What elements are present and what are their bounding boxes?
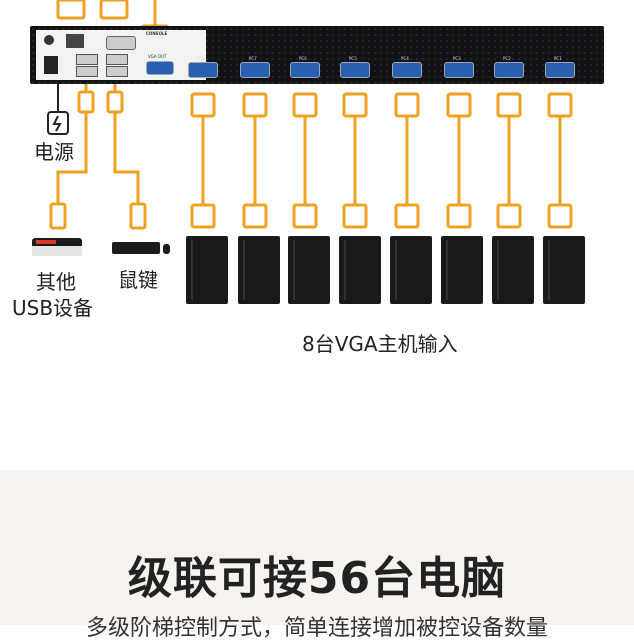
port-label-pc8: PC8 [197, 56, 205, 61]
ethernet-port [66, 34, 84, 48]
usb-devices-label-line2: USB设备 [12, 296, 94, 320]
port-label-pc5: PC5 [349, 56, 357, 61]
console-panel: CONSOLE VGA OUT [36, 30, 206, 80]
vga-out-port [146, 61, 174, 75]
vga-port-pc2 [494, 62, 524, 78]
page-subtitle: 多级阶梯控制方式，简单连接增加被控设备数量 [85, 616, 548, 641]
keyboard-mouse-icon [112, 242, 170, 254]
hosts-label: 8台VGA主机输入 [302, 332, 458, 356]
usb-port [76, 66, 98, 77]
pc-tower-icon [492, 236, 534, 304]
kvm-switch: CONSOLE VGA OUT PC8 PC7 PC6 PC5 PC4 PC3 … [30, 26, 604, 84]
usb-cables [49, 84, 147, 230]
pc-tower-icon [288, 236, 330, 304]
host-cables [190, 92, 573, 229]
keyboard-mouse-label: 鼠键 [118, 268, 158, 292]
pc-tower-icon [543, 236, 585, 304]
vga-out-label: VGA OUT [148, 54, 167, 59]
port-label-pc7: PC7 [249, 56, 257, 61]
vga-port-pc4 [392, 62, 422, 78]
pc-towers [186, 236, 585, 304]
cable-pc4 [394, 92, 420, 229]
cable-pc2 [496, 92, 522, 229]
page-title: 级联可接56台电脑 [127, 553, 507, 604]
reset-button [44, 35, 54, 45]
cable-pc3 [446, 92, 472, 229]
vga-port-pc7 [240, 62, 270, 78]
port-label-pc4: PC4 [401, 56, 409, 61]
console-label: CONSOLE [146, 31, 168, 36]
cable-pc5 [342, 92, 368, 229]
pc-tower-icon [238, 236, 280, 304]
cable-pc7 [242, 92, 268, 229]
usb-port [76, 54, 98, 65]
diagram-svg [32, 0, 585, 304]
vga-port-pc6 [290, 62, 320, 78]
pc-tower-icon [390, 236, 432, 304]
vga-port-pc5 [340, 62, 370, 78]
pc-tower-icon [339, 236, 381, 304]
headline-section: 级联可接56台电脑 多级阶梯控制方式，简单连接增加被控设备数量 [0, 470, 634, 641]
cable-pc8 [190, 92, 216, 229]
connection-diagram: CONSOLE VGA OUT PC8 PC7 PC6 PC5 PC4 PC3 … [12, 0, 604, 356]
power-port [44, 56, 58, 74]
cable-pc6 [292, 92, 318, 229]
printer-icon [32, 238, 82, 256]
usb-port [106, 66, 128, 77]
cable-pc1 [547, 92, 573, 229]
power-cable [47, 84, 69, 135]
pc-tower-icon [186, 236, 228, 304]
usb-devices-label-line1: 其他 [36, 270, 76, 294]
pc-tower-icon [441, 236, 483, 304]
port-label-pc1: PC1 [554, 56, 562, 61]
vga-port-pc1 [545, 62, 575, 78]
vga-port-pc3 [444, 62, 474, 78]
vga-port-pc8 [188, 62, 218, 78]
port-label-pc2: PC2 [503, 56, 511, 61]
console-vga-port [106, 36, 136, 50]
power-label: 电源 [34, 140, 74, 164]
usb-port [106, 54, 128, 65]
port-label-pc3: PC3 [453, 56, 461, 61]
port-label-pc6: PC6 [299, 56, 307, 61]
